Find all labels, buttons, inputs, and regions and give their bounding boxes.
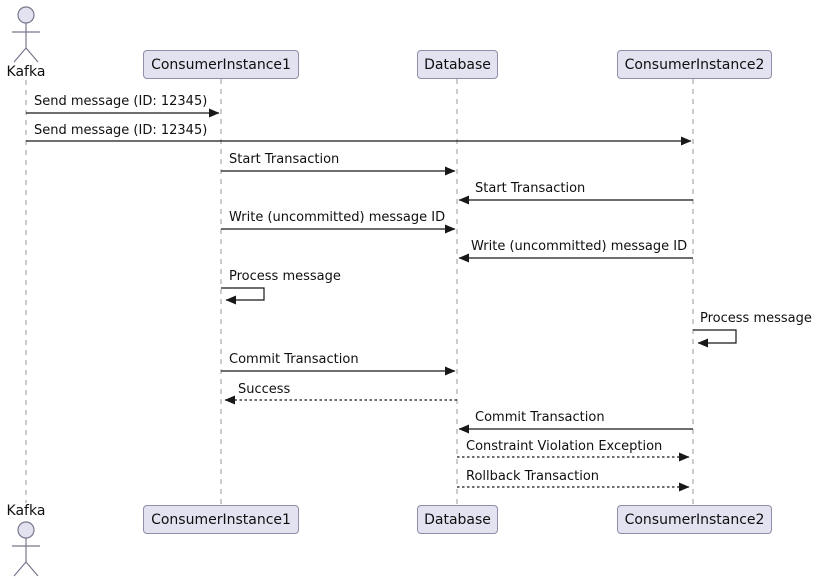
message-label-send-message-ci2: Send message (ID: 12345) — [34, 123, 208, 138]
message-label-constraint-violation: Constraint Violation Exception — [466, 439, 663, 454]
message-label-start-transaction-ci2: Start Transaction — [475, 181, 586, 196]
message-label-write-uncommitted-ci2: Write (uncommitted) message ID — [471, 239, 688, 254]
message-label-commit-transaction-ci2: Commit Transaction — [475, 410, 605, 425]
participant-consumerinstance1-bottom: ConsumerInstance1 — [143, 505, 299, 534]
message-label-write-uncommitted-ci1: Write (uncommitted) message ID — [229, 210, 446, 225]
participant-database-bottom: Database — [417, 505, 498, 534]
actor-label-top: Kafka — [6, 64, 46, 80]
arrow-process-message-ci2-self — [693, 329, 737, 348]
message-label-rollback-transaction: Rollback Transaction — [466, 469, 600, 484]
participant-consumerinstance1-top: ConsumerInstance1 — [143, 50, 299, 79]
participant-database-top: Database — [417, 50, 498, 79]
message-label-commit-transaction-ci1: Commit Transaction — [229, 352, 359, 367]
message-label-success: Success — [238, 382, 291, 397]
actor-figure-top-icon — [12, 6, 40, 63]
message-label-process-message-ci1: Process message — [229, 269, 341, 284]
message-label-process-message-ci2: Process message — [700, 311, 812, 326]
message-label-send-message-ci1: Send message (ID: 12345) — [34, 94, 208, 109]
message-arrows — [26, 108, 737, 492]
message-label-start-transaction-ci1: Start Transaction — [229, 152, 340, 167]
participant-consumerinstance2-top: ConsumerInstance2 — [617, 50, 772, 79]
arrow-process-message-ci1-self — [221, 287, 265, 305]
participant-consumerinstance2-bottom: ConsumerInstance2 — [617, 505, 772, 534]
lifelines — [25, 79, 694, 504]
actor-figure-bottom-icon — [12, 521, 40, 577]
actor-label-bottom: Kafka — [6, 503, 46, 519]
